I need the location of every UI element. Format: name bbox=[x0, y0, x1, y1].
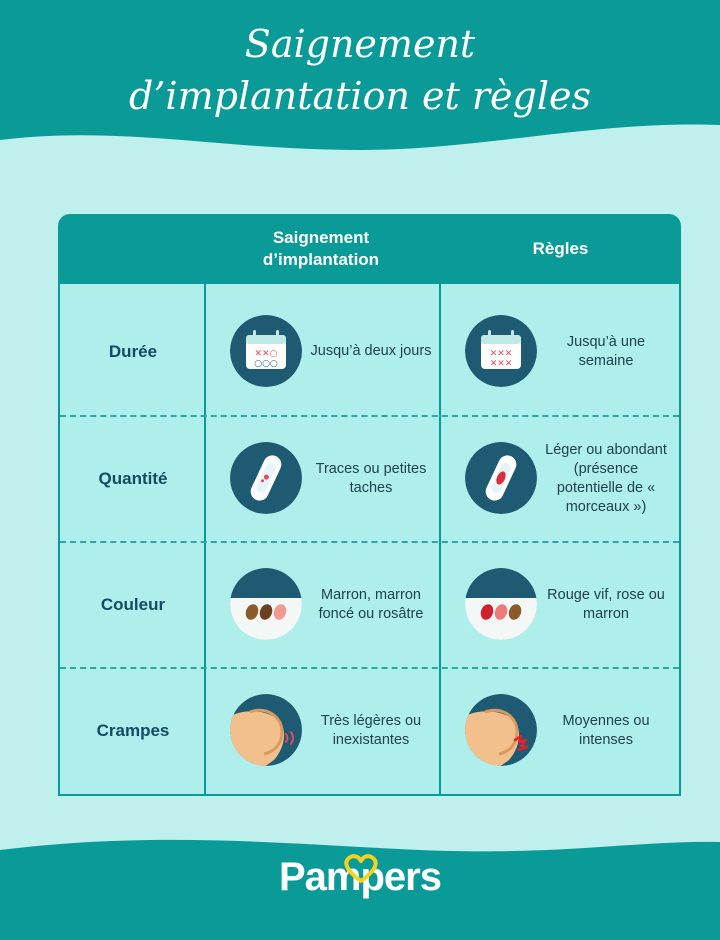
calendar-icon: ✕✕✕ ✕✕✕ bbox=[465, 315, 537, 387]
table-cell: ✕✕✕ ✕✕✕ Jusqu’à une semaine bbox=[441, 288, 673, 415]
color-drops-icon bbox=[230, 568, 302, 640]
page-title: Saignement d’implantation et règles bbox=[0, 18, 720, 122]
cell-text: Moyennes ou intenses bbox=[562, 712, 650, 748]
table-cell: Très légères ou inexistantes bbox=[206, 667, 438, 794]
cell-text: Jusqu’à une semaine bbox=[566, 333, 646, 369]
pampers-logo: Pampers bbox=[0, 854, 720, 900]
column-header-regles-label: Règles bbox=[532, 239, 589, 258]
cramps-icon bbox=[465, 694, 537, 766]
row-label-couleur: Couleur bbox=[100, 594, 166, 614]
cell-text: Très légères ou inexistantes bbox=[320, 712, 422, 748]
svg-text:✕✕✕: ✕✕✕ bbox=[490, 349, 513, 359]
table-header: Saignement d’implantation Règles bbox=[58, 214, 681, 284]
column-header-implantation-label: Saignement d’implantation bbox=[262, 228, 380, 269]
table-body: Durée ✕✕○ ○○○ Jusqu’à deux jours bbox=[58, 284, 681, 796]
table-cell: Marron, marron foncé ou rosâtre bbox=[206, 541, 438, 668]
svg-text:✕✕✕: ✕✕✕ bbox=[490, 359, 513, 369]
table-cell: ✕✕○ ○○○ Jusqu’à deux jours bbox=[206, 288, 438, 415]
column-divider bbox=[204, 284, 206, 794]
cell-text: Traces ou petites taches bbox=[315, 460, 427, 496]
row-label-crampes: Crampes bbox=[96, 720, 170, 740]
svg-text:✕✕○: ✕✕○ bbox=[255, 349, 278, 359]
cell-text: Rouge vif, rose ou marron bbox=[547, 586, 665, 622]
cell-text: Jusqu’à deux jours bbox=[310, 343, 432, 359]
row-divider bbox=[60, 541, 679, 543]
pad-icon bbox=[465, 442, 537, 514]
column-header-regles: Règles bbox=[440, 214, 681, 284]
color-drops-icon bbox=[465, 568, 537, 640]
title-line-1: Saignement bbox=[244, 22, 476, 66]
title-line-2: d’implantation et règles bbox=[129, 74, 591, 118]
cell-text: Marron, marron foncé ou rosâtre bbox=[318, 586, 424, 622]
pampers-heart-icon bbox=[344, 854, 378, 883]
table-cell: Rouge vif, rose ou marron bbox=[441, 541, 673, 668]
cell-text: Léger ou abondant (présence potentielle … bbox=[545, 441, 667, 515]
column-divider bbox=[439, 284, 441, 794]
row-divider bbox=[60, 667, 679, 669]
calendar-icon: ✕✕○ ○○○ bbox=[230, 315, 302, 387]
table-cell: Léger ou abondant (présence potentielle … bbox=[441, 415, 673, 542]
cramps-icon bbox=[230, 694, 302, 766]
header-background bbox=[0, 0, 720, 150]
table-cell: Moyennes ou intenses bbox=[441, 667, 673, 794]
footer-background bbox=[0, 839, 720, 940]
row-divider bbox=[60, 415, 679, 417]
row-label-duree: Durée bbox=[108, 341, 158, 361]
comparison-table: Saignement d’implantation Règles Durée ✕… bbox=[58, 214, 681, 796]
row-label-quantite: Quantité bbox=[98, 468, 168, 488]
pad-icon bbox=[230, 442, 302, 514]
table-cell: Traces ou petites taches bbox=[206, 415, 438, 542]
svg-text:○○○: ○○○ bbox=[254, 359, 278, 369]
column-header-implantation: Saignement d’implantation bbox=[204, 214, 438, 284]
